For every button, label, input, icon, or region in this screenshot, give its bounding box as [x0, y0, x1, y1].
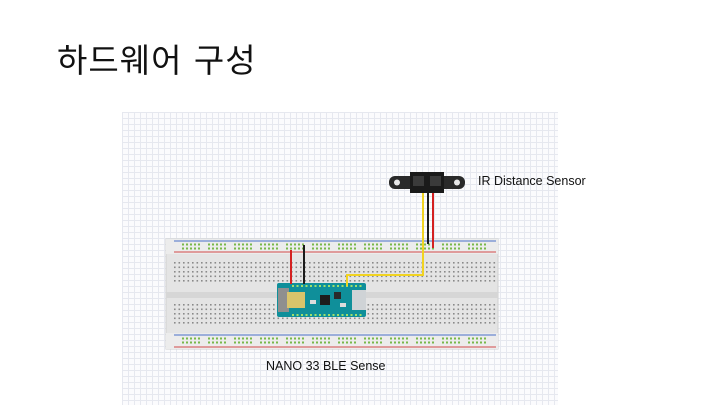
board-label: NANO 33 BLE Sense — [266, 359, 386, 373]
wires — [290, 193, 434, 286]
usb-connector — [278, 288, 289, 312]
antenna-module — [352, 290, 366, 310]
sensor-label: IR Distance Sensor — [478, 174, 586, 188]
module-chip — [287, 292, 305, 308]
arduino-nano-board — [277, 283, 366, 317]
ir-distance-sensor — [389, 172, 465, 193]
slide-title: 하드웨어 구성 — [57, 41, 257, 80]
wire-yellow-signal — [346, 193, 424, 286]
